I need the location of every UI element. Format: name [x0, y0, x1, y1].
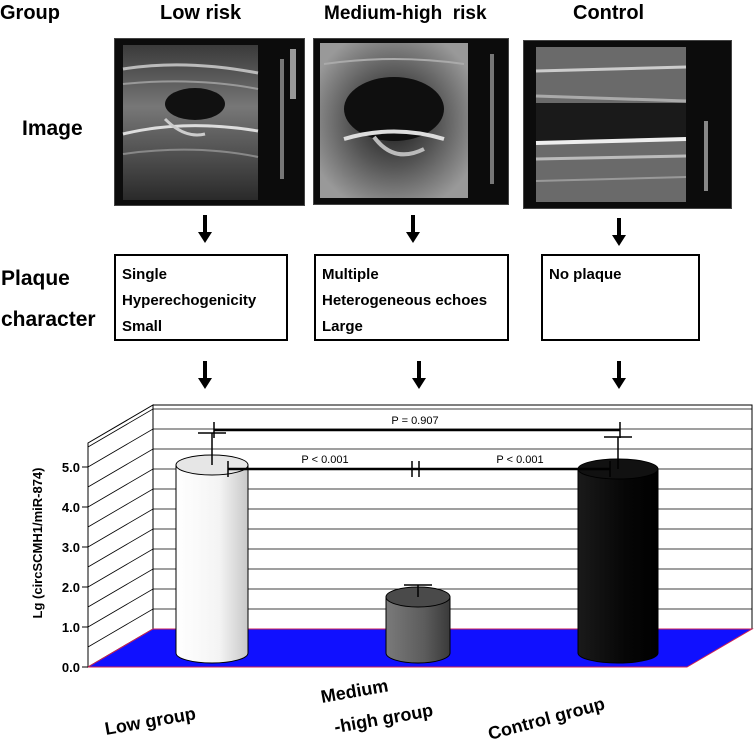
medium-high-risk-ultrasound-image	[313, 38, 509, 205]
significance-bracket: P < 0.001 P < 0.001	[227, 454, 611, 477]
down-arrow-icon	[612, 218, 626, 246]
down-arrow-icon	[198, 361, 212, 389]
y-tick-label: 4.0	[62, 500, 80, 515]
x-category-line: -high group	[333, 700, 435, 737]
gridline	[87, 608, 752, 648]
y-tick-label: 3.0	[62, 540, 80, 555]
plaque-row-label-line1: Plaque	[1, 267, 70, 290]
gridline	[87, 588, 752, 628]
bar-body	[385, 596, 451, 664]
low-risk-ultrasound-image	[114, 38, 305, 206]
down-arrow-icon	[412, 361, 426, 389]
plaque-trait: Single	[122, 266, 168, 283]
group-header-medium-high-risk: Medium-high risk	[324, 3, 487, 24]
down-arrow-icon	[612, 361, 626, 389]
p-value-label: P < 0.001	[496, 454, 543, 466]
down-arrow-icon	[406, 215, 420, 243]
x-category-label: Medium-high group	[319, 675, 435, 737]
y-tick-label: 5.0	[62, 460, 80, 475]
y-axis-label: Lg (circSCMH1/miR-874)	[30, 468, 45, 619]
p-value-label: P < 0.001	[301, 454, 348, 466]
bar-chart: P = 0.907 P < 0.001 P < 0.001 0.0 1.0 2.0 3.0…	[30, 404, 754, 744]
bar	[175, 454, 249, 664]
group-header-low-risk: Low risk	[160, 2, 242, 24]
significance-bracket: P = 0.907	[213, 415, 621, 438]
plaque-trait: No plaque	[549, 266, 622, 283]
down-arrow-icon	[198, 215, 212, 243]
plaque-trait: Multiple	[322, 266, 379, 283]
x-category-label: Low group	[103, 703, 197, 739]
x-category-line: Medium	[319, 675, 389, 707]
control-ultrasound-image	[523, 40, 732, 209]
bar-body	[577, 468, 659, 664]
gridline	[87, 548, 752, 588]
plaque-trait: Large	[322, 318, 363, 335]
gridline	[87, 488, 752, 528]
group-header-label: Group	[0, 2, 60, 24]
plaque-trait: Small	[122, 318, 163, 335]
plaque-box-control: No plaque	[541, 254, 700, 341]
x-category-line: Low group	[103, 703, 197, 739]
y-tick-label: 2.0	[62, 580, 80, 595]
gridline	[87, 528, 752, 568]
bar	[577, 458, 659, 664]
image-row-label: Image	[22, 117, 83, 140]
gridline	[87, 508, 752, 548]
gridline	[87, 568, 752, 608]
plaque-trait: Hyperechogenicity	[122, 292, 257, 309]
bar	[385, 586, 451, 664]
y-tick-label: 1.0	[62, 620, 80, 635]
bar-body	[175, 464, 249, 664]
x-category-line: Control group	[486, 693, 607, 743]
plaque-trait: Heterogeneous echoes	[322, 292, 488, 309]
plaque-row-label-line2: character	[1, 308, 96, 331]
group-header-control: Control	[573, 2, 645, 24]
gridline	[87, 448, 752, 488]
x-category-label: Control group	[486, 693, 607, 743]
plaque-box-medium-high-risk: Multiple Heterogeneous echoes Large	[314, 254, 509, 341]
gridline	[87, 408, 752, 448]
plaque-box-low-risk: Single Hyperechogenicity Small	[114, 254, 288, 341]
p-value-label: P = 0.907	[391, 415, 438, 427]
y-tick-label: 0.0	[62, 660, 80, 675]
